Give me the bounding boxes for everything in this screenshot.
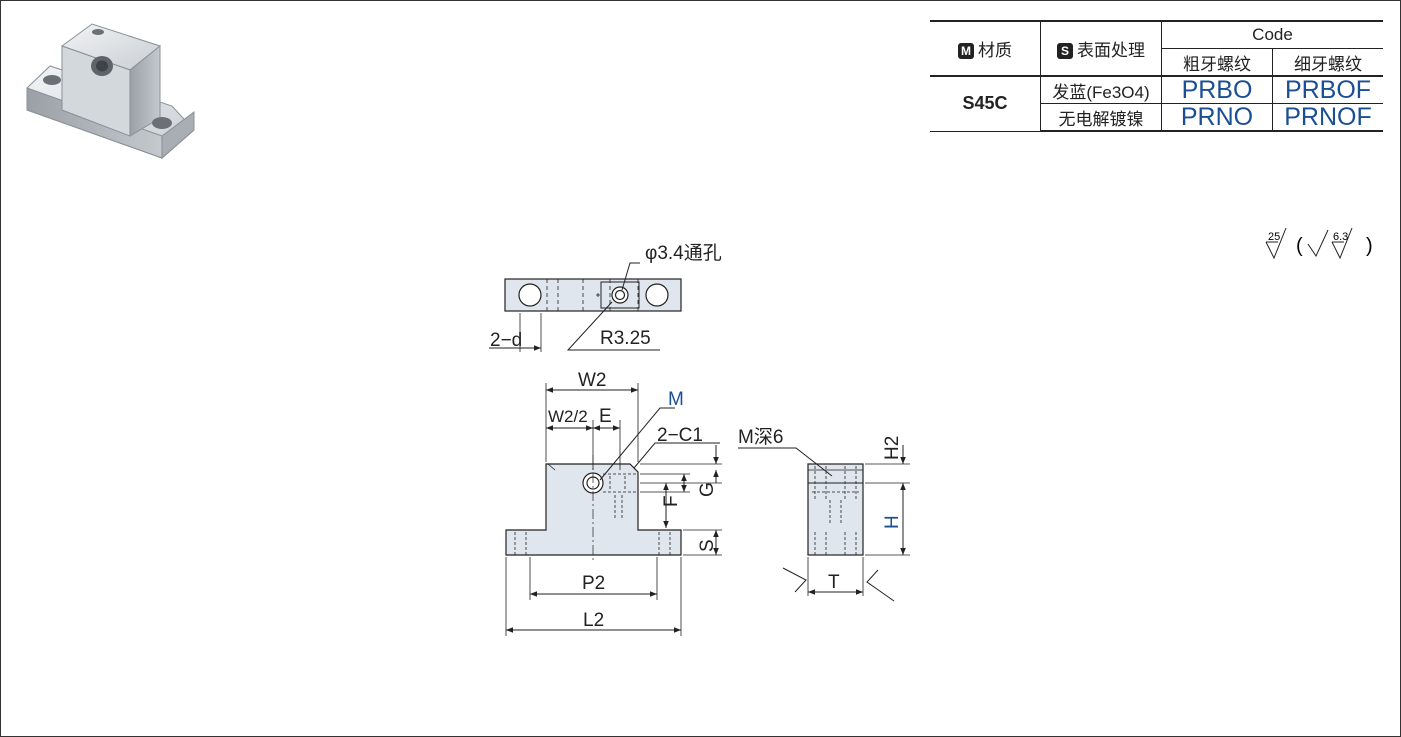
m-label: M: [668, 389, 684, 410]
paren-close: ): [1366, 235, 1373, 257]
product-photo: [26, 23, 195, 160]
material-header: 材质: [978, 41, 1012, 60]
code-fine-cell: PRBOF: [1272, 75, 1383, 104]
l2-label: L2: [583, 610, 604, 631]
top-view: [489, 262, 682, 352]
code-fine-cell: PRNOF: [1272, 103, 1383, 132]
s-label: S: [697, 539, 718, 552]
code-coarse-cell: PRNO: [1161, 103, 1273, 132]
paren-open: (: [1296, 235, 1303, 257]
h2-label: H2: [882, 436, 903, 460]
w2-half-label: W2/2: [548, 407, 588, 426]
m-depth-label: M深6: [738, 426, 783, 448]
mount-hole: [518, 283, 542, 307]
threaded-hole: [611, 286, 629, 304]
e-label: E: [599, 406, 612, 427]
chamfer-label: 2−C1: [657, 425, 703, 446]
coarse-header: 粗牙螺纹: [1161, 48, 1273, 77]
w2-label: W2: [578, 370, 607, 391]
fine-header: 细牙螺纹: [1272, 48, 1383, 77]
g-label: G: [697, 482, 718, 497]
side-view: [738, 445, 910, 602]
material-cell: S45C: [930, 75, 1041, 132]
surface-mark-icon: S: [1057, 43, 1073, 59]
roughness-main-value: 25: [1268, 231, 1280, 243]
h-label: H: [882, 515, 903, 529]
mount-hole: [645, 283, 669, 307]
material-mark-icon: M: [958, 43, 974, 59]
code-coarse-cell: PRBO: [1161, 75, 1273, 104]
t-label: T: [828, 572, 840, 593]
front-view: [505, 383, 722, 636]
surface-header: 表面处理: [1077, 41, 1145, 60]
surface-cell: 无电解镀镍: [1040, 103, 1162, 132]
surface-cell: 发蓝(Fe3O4): [1040, 75, 1162, 104]
roughness-secondary-value: 6.3: [1333, 231, 1348, 243]
hole-count-label: 2−d: [490, 330, 522, 351]
hole-note-label: φ3.4通孔: [645, 242, 722, 264]
p2-label: P2: [582, 573, 605, 594]
radius-label: R3.25: [600, 328, 651, 349]
f-label: F: [661, 495, 682, 507]
roughness-symbol: 25 ( 6.3 ): [1265, 227, 1373, 260]
